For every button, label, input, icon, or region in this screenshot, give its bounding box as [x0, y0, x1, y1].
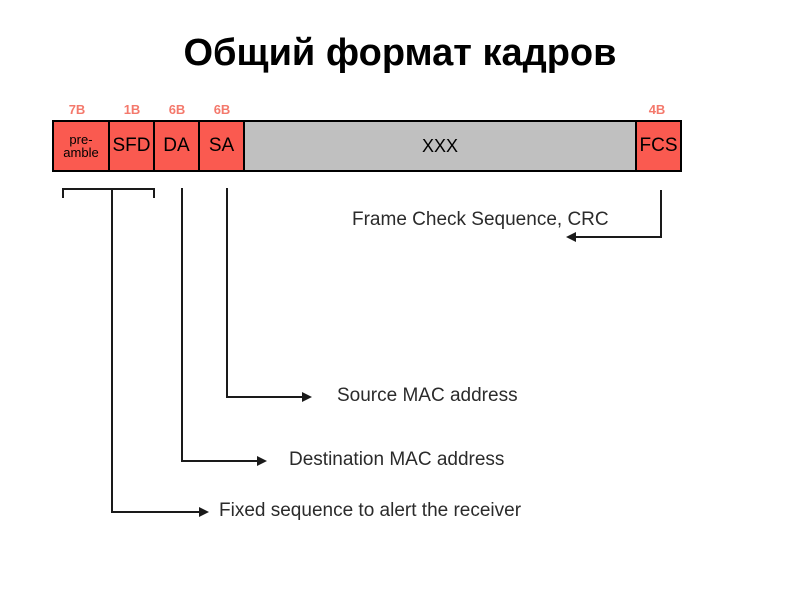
- fcs-leader-vertical: [660, 190, 662, 238]
- frame-field-preamble-label: pre-amble: [63, 131, 99, 160]
- frame-field-sfd-label: SFD: [112, 135, 151, 157]
- annotation-destination-mac: Destination MAC address: [289, 449, 505, 470]
- frame-field-sfd: SFD: [110, 122, 155, 170]
- frame-field-payload: XXX: [245, 122, 637, 170]
- annotation-fcs: Frame Check Sequence, CRC: [352, 209, 609, 230]
- frame-field-fcs-label: FCS: [639, 135, 678, 157]
- frame-field-payload-label: XXX: [421, 135, 459, 156]
- size-label-preamble: 7B: [68, 102, 86, 117]
- frame-field-fcs: FCS: [637, 122, 680, 170]
- page-title: Общий формат кадров: [183, 32, 617, 74]
- fcs-arrowhead-icon: [566, 232, 576, 242]
- sa-arrowhead-icon: [302, 392, 312, 402]
- preamble-bracket-right-tick: [153, 188, 155, 198]
- sa-leader-horizontal: [226, 396, 304, 398]
- annotation-source-mac: Source MAC address: [337, 385, 518, 406]
- da-leader-horizontal: [181, 460, 259, 462]
- frame-field-sa-label: SA: [208, 135, 235, 157]
- preamble-bracket-stem: [111, 190, 113, 206]
- frame-field-preamble: pre-amble: [54, 122, 110, 170]
- preamble-leader-vertical: [111, 206, 113, 513]
- ethernet-frame-diagram: pre-amble SFD DA SA XXX FCS: [52, 120, 682, 172]
- preamble-leader-horizontal: [111, 511, 201, 513]
- frame-field-sa: SA: [200, 122, 245, 170]
- frame-field-da-label: DA: [163, 135, 190, 157]
- size-label-fcs: 4B: [648, 102, 666, 117]
- preamble-bracket-top: [62, 188, 155, 190]
- preamble-arrowhead-icon: [199, 507, 209, 517]
- size-label-da: 6B: [168, 102, 186, 117]
- da-leader-vertical: [181, 188, 183, 462]
- annotation-preamble: Fixed sequence to alert the receiver: [219, 500, 522, 521]
- fcs-leader-horizontal: [575, 236, 661, 238]
- sa-leader-vertical: [226, 188, 228, 398]
- size-label-sfd: 1B: [123, 102, 141, 117]
- frame-field-da: DA: [155, 122, 200, 170]
- preamble-bracket-left-tick: [62, 188, 64, 198]
- size-label-sa: 6B: [213, 102, 231, 117]
- da-arrowhead-icon: [257, 456, 267, 466]
